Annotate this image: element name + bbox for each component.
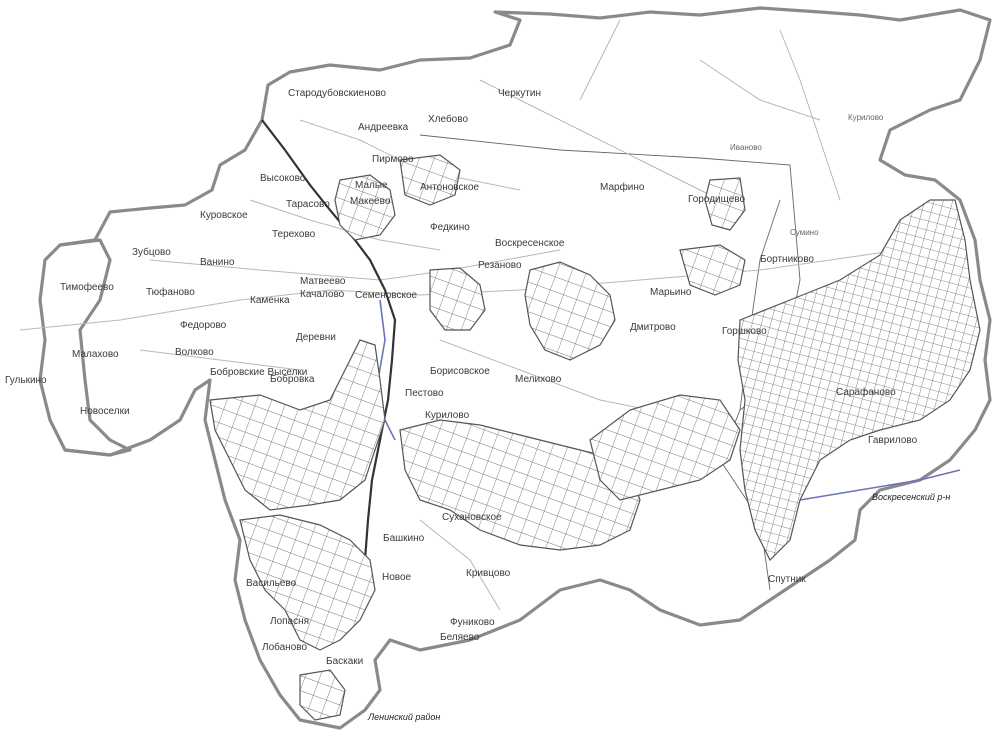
label-melikhovo: Мелихово	[515, 374, 562, 385]
label-timofeevo: Тимофеево	[60, 281, 114, 293]
label-kurovskoe: Куровское	[200, 210, 248, 221]
label-ivanovo: Иваново	[730, 143, 762, 152]
label-funikovo: Фуниково	[450, 617, 495, 628]
label-kozhevnikovo: Хлебово	[428, 113, 468, 125]
label-rezanovo: Резаново	[478, 260, 522, 271]
label-fedkino: Федкино	[430, 222, 470, 233]
forest-blocks	[209, 154, 981, 721]
label-lobanovo: Лобаново	[262, 641, 307, 653]
label-cherkutino: Черкутин	[498, 88, 541, 99]
label-semenovskoe: Семеновское	[355, 290, 418, 301]
main-highway	[261, 119, 397, 601]
left-lobe-border	[59, 238, 132, 457]
label-malakhovo: Малахово	[72, 349, 119, 360]
label-derevni: Деревни	[296, 332, 336, 343]
label-dmitrovo: Дмитрово	[630, 322, 676, 333]
label-voskresenskoe: Воскресенское	[495, 238, 565, 249]
label-kurovo2: Курилово	[425, 410, 470, 421]
label-bashkino: Башкино	[383, 533, 425, 544]
label-novoselki: Новоселки	[80, 406, 130, 417]
label-lopasnya: Лопасня	[270, 616, 309, 627]
label-marfino: Марфино	[600, 181, 645, 193]
label-kurilovo: Курилово	[848, 113, 884, 122]
label-belyaevo: Беляево	[440, 632, 480, 643]
label-sumino: Сумино	[790, 228, 819, 237]
label-bashkino2: Баскаки	[326, 656, 363, 667]
label-vanino: Ванино	[200, 257, 235, 268]
label-vasilevo: Васильево	[246, 578, 297, 589]
label-vysokovo: Высоково	[260, 173, 306, 184]
label-panshino: Пирмово	[372, 154, 414, 165]
label-zubtsovo: Зубцово	[132, 246, 171, 258]
label-maryino: Марьино	[650, 287, 692, 298]
label-gorshkovo: Горшково	[722, 326, 767, 337]
label-antonovskoe: Антоновское	[420, 182, 480, 193]
label-tyufanovo: Тюфаново	[146, 286, 195, 298]
river-2	[799, 469, 961, 501]
label-borisovskoe: Борисовское	[430, 366, 490, 377]
label-bobrovskoe: Бобровские Выселки	[210, 366, 307, 378]
label-gulkino: Гулькино	[5, 375, 47, 386]
label-andreevka: Андреевка	[358, 122, 409, 133]
label-kamenka: Каменка	[250, 295, 290, 306]
label-sukhanovo: Сухановское	[442, 512, 502, 523]
label-staroselskoe: Стародубовскиеново	[288, 87, 386, 99]
label-leninskii: Ленинский район	[367, 712, 440, 722]
label-fedorovo: Федорово	[180, 320, 227, 331]
label-sarafanovo: Сарафаново	[836, 386, 896, 398]
label-volkovo: Волково	[175, 347, 214, 358]
label-novoe: Новое	[382, 572, 412, 583]
label-voskresenskii: Воскресенский р-н	[872, 492, 950, 502]
label-bobrovka: Бобровка	[270, 373, 315, 385]
label-tarasovo: Тарасово	[286, 199, 330, 210]
label-kachalovo: Качалово	[300, 289, 345, 300]
label-gavrilovo: Гаврилово	[868, 435, 918, 446]
place-labels: Стародубовскиеново Черкутин Андреевка Хл…	[5, 87, 950, 722]
label-terekhovo: Терехово	[272, 229, 316, 240]
label-krivtsovo: Кривцово	[466, 568, 511, 579]
label-sputnik: Спутник	[768, 574, 806, 585]
label-bortnikovo: Бортниково	[760, 254, 814, 265]
label-makeevo: Макеево	[350, 196, 391, 207]
label-malye: Малые	[355, 180, 388, 191]
label-matveevo: Матвеево	[300, 276, 346, 287]
region-border	[38, 6, 992, 730]
label-pestovo: Пестово	[405, 388, 444, 399]
label-gorodishche: Городищево	[688, 194, 746, 205]
